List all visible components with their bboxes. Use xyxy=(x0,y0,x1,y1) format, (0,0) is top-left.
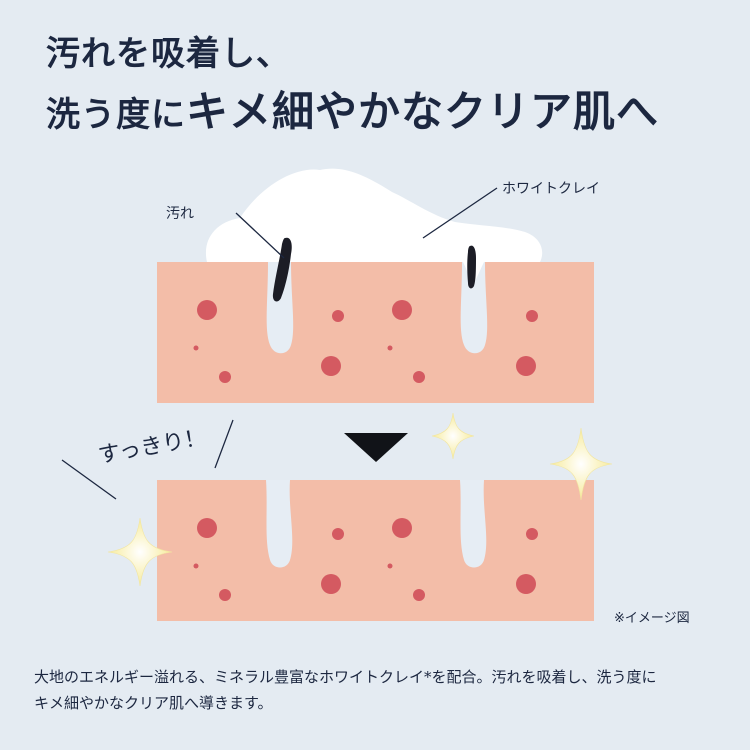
accent-stroke-left xyxy=(61,459,117,500)
clay-leader-line xyxy=(422,187,498,239)
headline-prefix: 洗う度に xyxy=(46,95,186,135)
sparkle-icon xyxy=(431,412,475,460)
accent-stroke-right xyxy=(214,419,234,469)
headline: 汚れを吸着し、 洗う度にキメ細やかなクリア肌へ xyxy=(46,28,736,141)
pore-left xyxy=(266,262,294,354)
pore-right-clean xyxy=(460,480,487,568)
skin-dots-before xyxy=(193,300,538,383)
white-clay-foam xyxy=(205,168,543,262)
pore-right xyxy=(460,262,488,354)
headline-emphasis: キメ細やかなクリア肌へ xyxy=(186,87,660,136)
dirt-label: 汚れ xyxy=(166,206,194,222)
dirt-right xyxy=(467,245,476,289)
headline-line-1: 汚れを吸着し、 xyxy=(46,34,291,74)
down-arrow-icon xyxy=(344,433,408,462)
pore-left-clean xyxy=(266,480,293,568)
sparkle-icon xyxy=(549,427,613,501)
description-line-1: 大地のエネルギー溢れる、ミネラル豊富なホワイトクレイ*を配合。汚れを吸着し、洗う… xyxy=(34,668,657,686)
sparkle-icon xyxy=(107,517,173,587)
description-line-2: キメ細やかなクリア肌へ導きます。 xyxy=(34,694,273,712)
dirt-left xyxy=(272,237,292,302)
dirt-leader-line xyxy=(235,212,285,259)
clay-label: ホワイトクレイ xyxy=(502,181,600,197)
headline-line-2: 洗う度にキメ細やかなクリア肌へ xyxy=(46,86,736,141)
description: 大地のエネルギー溢れる、ミネラル豊富なホワイトクレイ*を配合。汚れを吸着し、洗う… xyxy=(34,664,724,716)
skin-dots-after xyxy=(193,518,538,601)
image-note: ※イメージ図 xyxy=(614,611,690,626)
